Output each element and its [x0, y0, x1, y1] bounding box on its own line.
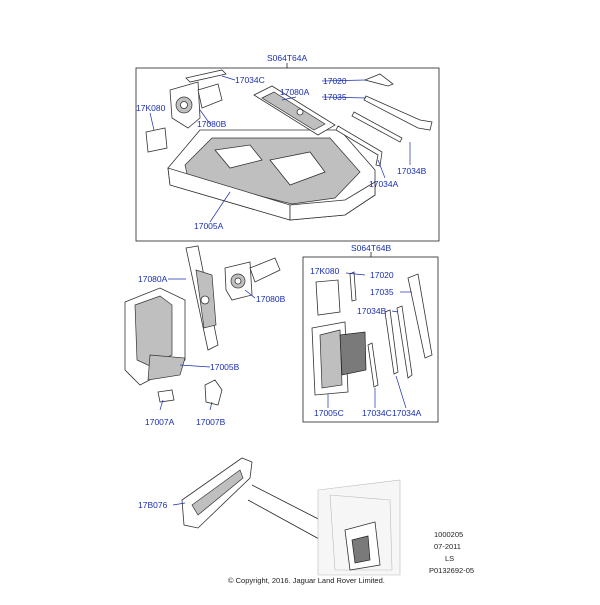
section-box-main	[135, 67, 440, 242]
foam-holder-17005B	[124, 287, 186, 386]
callout-17005C[interactable]: 17005C	[314, 408, 344, 418]
section-box-sub	[302, 256, 439, 423]
tool-17034C-sub	[367, 342, 379, 388]
vehicle-location-detail	[317, 479, 401, 576]
callout-17080B-top[interactable]: 17080B	[197, 119, 227, 129]
pouch-17K080-sub	[315, 279, 341, 316]
foam-tray-17005A	[167, 129, 376, 221]
callout-17034B-sub[interactable]: 17034B	[357, 306, 387, 316]
tool-17020-sub	[349, 271, 357, 302]
tool-17034B-sub	[396, 305, 413, 379]
hook-17007A	[157, 389, 175, 403]
tool-17034A-sub	[384, 309, 399, 375]
callout-17K080-sub[interactable]: 17K080	[310, 266, 340, 276]
callout-17020-top[interactable]: 17020	[323, 76, 347, 86]
tool-17034B-top	[351, 111, 403, 143]
section-title-main: S064T64A	[267, 53, 308, 63]
pouch-17K080-top	[145, 127, 168, 153]
callout-17034C-top[interactable]: 17034C	[235, 75, 265, 85]
reference-date: 07-2011	[434, 542, 461, 551]
tool-holder-17B076	[181, 457, 253, 529]
callout-17034C-sub[interactable]: 17034C	[362, 408, 392, 418]
tool-17020-top	[363, 73, 394, 87]
callout-17007B[interactable]: 17007B	[196, 417, 226, 427]
tool-17035-top	[363, 95, 433, 131]
section-title-sub: S064T64B	[351, 243, 392, 253]
jack-17080A-left	[185, 245, 219, 351]
callout-17080A-top[interactable]: 17080A	[280, 87, 310, 97]
callout-17080A-left[interactable]: 17080A	[138, 274, 168, 284]
reference-part-id: P0132692-05	[429, 566, 475, 575]
jack-17080A-top	[253, 85, 336, 136]
reference-code: LS	[445, 554, 455, 563]
bar-17034C-top	[185, 69, 227, 83]
tool-17035-sub	[407, 273, 433, 359]
leader-lines	[149, 75, 412, 506]
callout-17020-sub[interactable]: 17020	[370, 270, 394, 280]
callout-17035-sub[interactable]: 17035	[370, 287, 394, 297]
callout-17034A-top[interactable]: 17034A	[369, 179, 399, 189]
callout-17007A[interactable]: 17007A	[145, 417, 175, 427]
callout-17005B[interactable]: 17005B	[210, 362, 240, 372]
callout-17034A-sub[interactable]: 17034A	[392, 408, 422, 418]
hook-17007B	[204, 379, 223, 406]
callout-17034B-top[interactable]: 17034B	[397, 166, 427, 176]
foam-block-17005C	[311, 321, 367, 396]
reference-number: 1000205	[434, 530, 464, 539]
copyright-notice: © Copyright, 2016. Jaguar Land Rover Lim…	[228, 576, 385, 585]
callout-17035-top[interactable]: 17035	[323, 92, 347, 102]
callout-17K080-top[interactable]: 17K080	[136, 103, 166, 113]
tool-17034A-top	[335, 125, 383, 167]
callout-17B076[interactable]: 17B076	[138, 500, 168, 510]
callout-17005A[interactable]: 17005A	[194, 221, 224, 231]
callout-17080B-left[interactable]: 17080B	[256, 294, 286, 304]
bracket-17080B-top	[169, 81, 223, 129]
